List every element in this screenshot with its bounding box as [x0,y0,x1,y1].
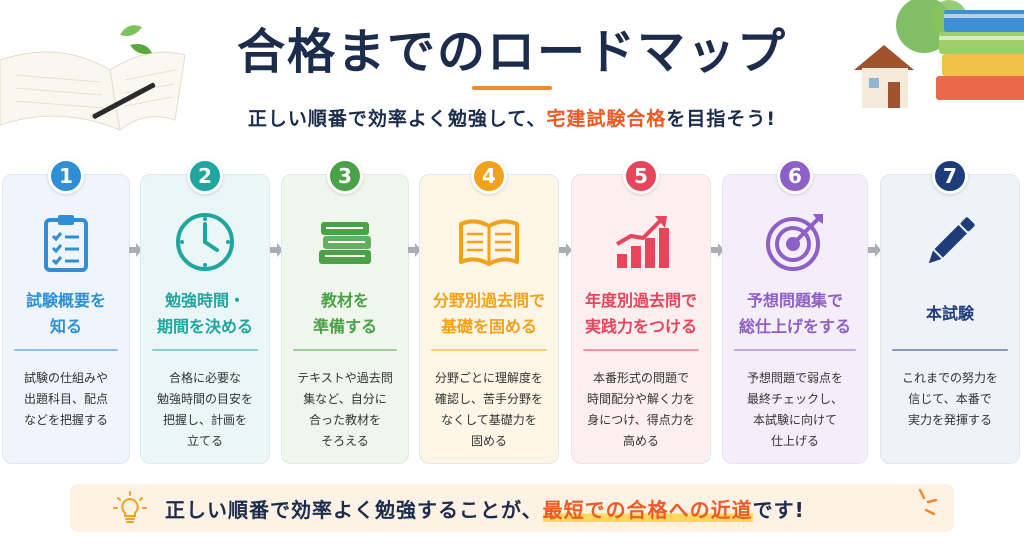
step-description-line: 合った教材を [308,413,381,427]
step-title-line: 総仕上げをする [738,317,851,336]
step-card-7 [880,174,1020,464]
step-description-line: 把握し、計画を [162,413,247,427]
step-description-line: 試験の仕組みや [23,371,108,385]
step-title-line: 教材を [320,291,369,310]
step-description-line: 実力を発揮する [907,413,992,427]
step-description-line: 身につけ、得点力を [587,413,695,427]
step-divider [892,349,1008,351]
step-description-line: 高める [622,434,659,448]
step-title-line: 準備する [312,317,377,336]
step-description-line: 立てる [186,434,223,448]
step-description: 本番形式の問題で時間配分や解く力を身につけ、得点力を高める [571,368,711,452]
step-divider [14,349,118,351]
step-card-4 [419,174,559,464]
step-title-line: 知る [49,317,82,336]
step-description: 分野ごとに理解度を確認し、苦手分野をなくして基礎力を固める [419,368,559,452]
step-description-line: 本試験に向けて [752,413,837,427]
step-description-line: 確認し、苦手分野を [434,392,543,406]
step-number-badge: 7 [932,158,968,194]
step-description: テキストや過去問集など、自分に合った教材をそろえる [281,368,409,452]
books-stack-icon [313,210,377,274]
growth-chart-icon [609,210,673,274]
step-description-line: 勉強時間の目安を [156,392,253,406]
clipboard-checklist-icon [34,210,98,274]
step-description-line: などを把握する [23,413,108,427]
step-description: 予想問題で弱点を最終チェックし、本試験に向けて仕上げる [722,368,868,452]
step-number-badge: 5 [623,158,659,194]
step-title-line: 基礎を固める [440,317,537,336]
step-description-line: なくして基礎力を [441,413,537,427]
step-arrow-icon [866,242,882,258]
open-book-icon [457,210,521,274]
footer-message: 正しい順番で効率よく勉強することが、最短での合格への近道です! [165,498,805,522]
step-description-line: そろえる [321,434,369,448]
step-description-line: これまでの努力を [901,371,998,385]
step-number-badge: 3 [327,158,363,194]
step-description-line: 固める [470,434,507,448]
step-arrow-icon [127,242,143,258]
sparkle-icon [918,488,938,516]
step-arrow-icon [709,242,725,258]
step-description-line: 時間配分や解く力を [586,392,695,406]
step-title: 分野別過去問で基礎を固める [419,288,559,340]
step-title-line: 期間を決める [156,317,253,336]
step-description-line: 分野ごとに理解度を [434,371,543,385]
target-icon [763,210,827,274]
step-title: 教材を準備する [281,288,409,340]
step-description-line: 予想問題で弱点を [746,371,843,385]
step-description: 試験の仕組みや出題科目、配点などを把握する [2,368,130,431]
notebook-pen-illustration [0,25,186,131]
step-arrow-icon [557,242,573,258]
step-arrow-icon [406,242,422,258]
house-books-illustration [854,0,1024,108]
step-title: 勉強時間・期間を決める [140,288,270,340]
step-divider [583,349,699,351]
step-divider [734,349,856,351]
step-description-line: 信じて、本番で [908,392,992,406]
step-arrow-icon [268,242,284,258]
step-number-badge: 1 [48,158,84,194]
step-title: 本試験 [880,301,1020,327]
step-card-6 [722,174,868,464]
roadmap-steps: 1 試験概要を知る試験の仕組みや出題科目、配点などを把握する 2 勉強時間・期間を決め… [0,158,1024,470]
footer-banner: 正しい順番で効率よく勉強することが、最短での合格への近道です! [70,484,954,532]
step-description-line: 最終チェックし、 [746,392,843,406]
step-divider [293,349,397,351]
step-title-line: 実践力をつける [584,317,697,336]
page-title: 合格までのロードマップ [236,24,787,80]
step-number-badge: 4 [471,158,507,194]
step-description-line: 仕上げる [770,434,819,448]
title-underline [472,86,552,90]
step-description: 合格に必要な勉強時間の目安を把握し、計画を立てる [140,368,270,452]
step-description-line: 本番形式の問題で [592,371,689,385]
footer-highlight: 最短での合格への近道 [542,498,753,522]
step-description: これまでの努力を信じて、本番で実力を発揮する [880,368,1020,431]
step-divider [152,349,258,351]
step-title: 試験概要を知る [2,288,130,340]
step-title-line: 勉強時間・ [164,291,245,310]
step-title-line: 試験概要を [25,291,106,310]
step-title-line: 分野別過去問で [432,291,545,310]
step-description-line: 出題科目、配点 [23,392,108,406]
step-title-line: 年度別過去問で [584,291,697,310]
step-card-5 [571,174,711,464]
step-title-line: 予想問題集で [746,291,843,310]
step-divider [431,349,547,351]
step-number-badge: 2 [187,158,223,194]
step-number-badge: 6 [777,158,813,194]
page-subtitle: 正しい順番で効率よく勉強して、宅建試験合格を目指そう! [247,108,777,130]
step-description-line: 集など、自分に [303,392,387,406]
step-description-line: 合格に必要な [168,371,241,385]
step-description-line: テキストや過去問 [297,371,393,385]
step-title-line: 本試験 [925,304,974,323]
step-title: 予想問題集で総仕上げをする [722,288,868,340]
pencil-icon [918,210,982,274]
step-title: 年度別過去問で実践力をつける [571,288,711,340]
clock-icon [173,210,237,274]
lightbulb-icon [113,491,147,523]
